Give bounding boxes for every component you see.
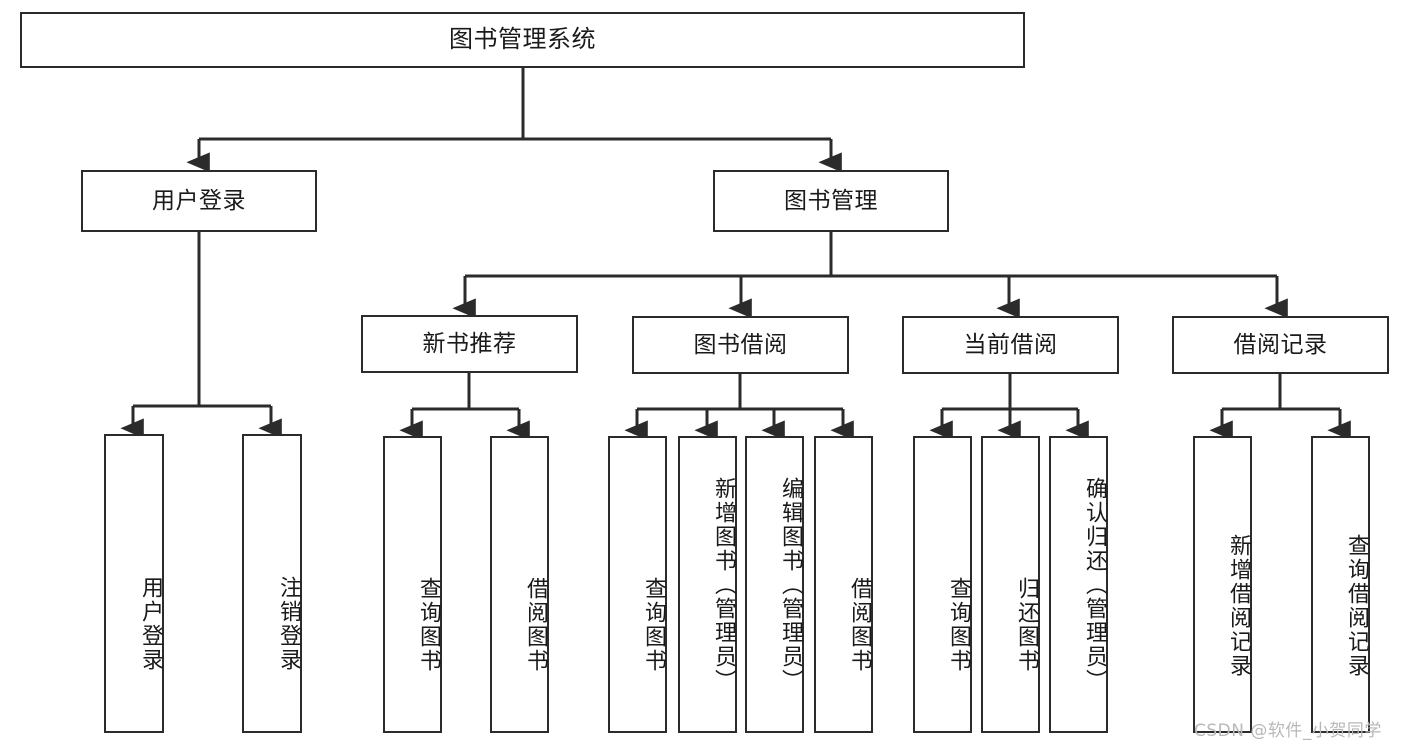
node-borrow-record[interactable]: 借阅记录 — [1172, 316, 1389, 374]
node-leaf-query-record-label: 查询借阅记录 — [1344, 533, 1369, 678]
node-leaf-add-book-label: 新增图书（管理员） — [711, 476, 736, 693]
node-leaf-borrow-book-1[interactable]: 借阅图书 — [490, 436, 549, 733]
node-current-borrow-label: 当前借阅 — [963, 331, 1058, 358]
node-leaf-edit-book-label: 编辑图书（管理员） — [778, 476, 803, 693]
node-leaf-confirm-return[interactable]: 确认归还（管理员） — [1049, 436, 1108, 733]
node-leaf-add-record[interactable]: 新增借阅记录 — [1193, 436, 1252, 733]
node-user-login[interactable]: 用户登录 — [81, 170, 317, 232]
node-leaf-query-book-1-label: 查询图书 — [416, 576, 441, 673]
node-leaf-return-book-label: 归还图书 — [1014, 576, 1039, 673]
node-new-book-rec-label: 新书推荐 — [422, 330, 517, 357]
node-new-book-rec[interactable]: 新书推荐 — [361, 315, 578, 373]
node-leaf-query-book-1[interactable]: 查询图书 — [383, 436, 442, 733]
node-leaf-edit-book[interactable]: 编辑图书（管理员） — [745, 436, 804, 733]
watermark-csdn: CSDN @软件_小贺同学 — [1194, 721, 1382, 741]
node-root-label: 图书管理系统 — [449, 25, 596, 54]
node-leaf-borrow-book-2-label: 借阅图书 — [847, 576, 872, 673]
node-current-borrow[interactable]: 当前借阅 — [902, 316, 1119, 374]
node-book-manage[interactable]: 图书管理 — [713, 170, 949, 232]
node-leaf-user-login-label: 用户登录 — [138, 575, 163, 672]
node-leaf-borrow-book-1-label: 借阅图书 — [523, 576, 548, 673]
node-leaf-query-record[interactable]: 查询借阅记录 — [1311, 436, 1370, 733]
node-borrow-record-label: 借阅记录 — [1233, 331, 1328, 358]
node-leaf-query-book-2[interactable]: 查询图书 — [608, 436, 667, 733]
node-book-borrow[interactable]: 图书借阅 — [632, 316, 849, 374]
node-leaf-query-book-3[interactable]: 查询图书 — [913, 436, 972, 733]
node-leaf-user-login[interactable]: 用户登录 — [104, 434, 164, 733]
node-leaf-return-book[interactable]: 归还图书 — [981, 436, 1040, 733]
node-book-manage-label: 图书管理 — [784, 187, 878, 214]
node-leaf-query-book-3-label: 查询图书 — [946, 576, 971, 673]
node-book-borrow-label: 图书借阅 — [693, 331, 788, 358]
node-root[interactable]: 图书管理系统 — [20, 12, 1025, 68]
node-leaf-query-book-2-label: 查询图书 — [641, 576, 666, 673]
node-leaf-logout[interactable]: 注销登录 — [242, 434, 302, 733]
node-leaf-add-record-label: 新增借阅记录 — [1226, 533, 1251, 678]
node-leaf-logout-label: 注销登录 — [276, 575, 301, 672]
node-leaf-confirm-return-label: 确认归还（管理员） — [1082, 476, 1107, 693]
node-leaf-add-book[interactable]: 新增图书（管理员） — [678, 436, 737, 733]
node-user-login-label: 用户登录 — [152, 187, 246, 214]
node-leaf-borrow-book-2[interactable]: 借阅图书 — [814, 436, 873, 733]
